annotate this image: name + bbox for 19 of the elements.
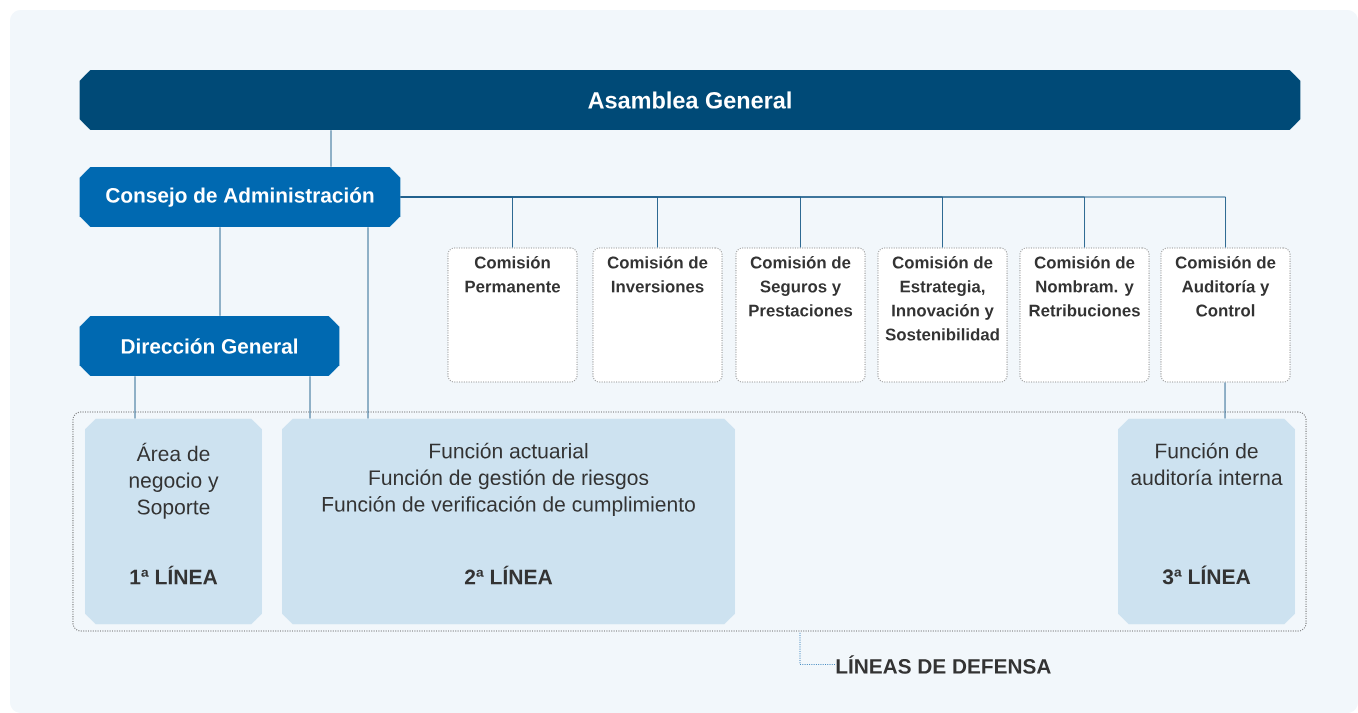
connector-line: [1224, 382, 1226, 419]
connector-line: [367, 226, 369, 419]
committee-box: Comisión de Seguros y Prestaciones: [735, 247, 866, 383]
committee-box: Comisión de Estrategia, Innovación y Sostenibilidad: [877, 247, 1008, 383]
org-box: Consejo de Administración: [79, 167, 401, 227]
committee-box: Comisión de Nombram. y Retribuciones: [1019, 247, 1150, 383]
connector-line: [134, 375, 136, 419]
connector-line: [400, 196, 1226, 248]
header-bar: Asamblea General: [79, 70, 1301, 130]
group-frame: [72, 411, 1307, 632]
committee-box: Comisión de Auditoría y Control: [1160, 247, 1291, 383]
committee-box: Comisión Permanente: [447, 247, 578, 383]
connector-line: [330, 129, 332, 168]
connector-line: [309, 375, 311, 419]
leader-line: [799, 631, 836, 665]
committee-box: Comisión de Inversiones: [592, 247, 723, 383]
org-box: Dirección General: [79, 316, 340, 376]
group-label: LÍNEAS DE DEFENSA: [836, 655, 1051, 674]
connector-line: [219, 226, 221, 317]
